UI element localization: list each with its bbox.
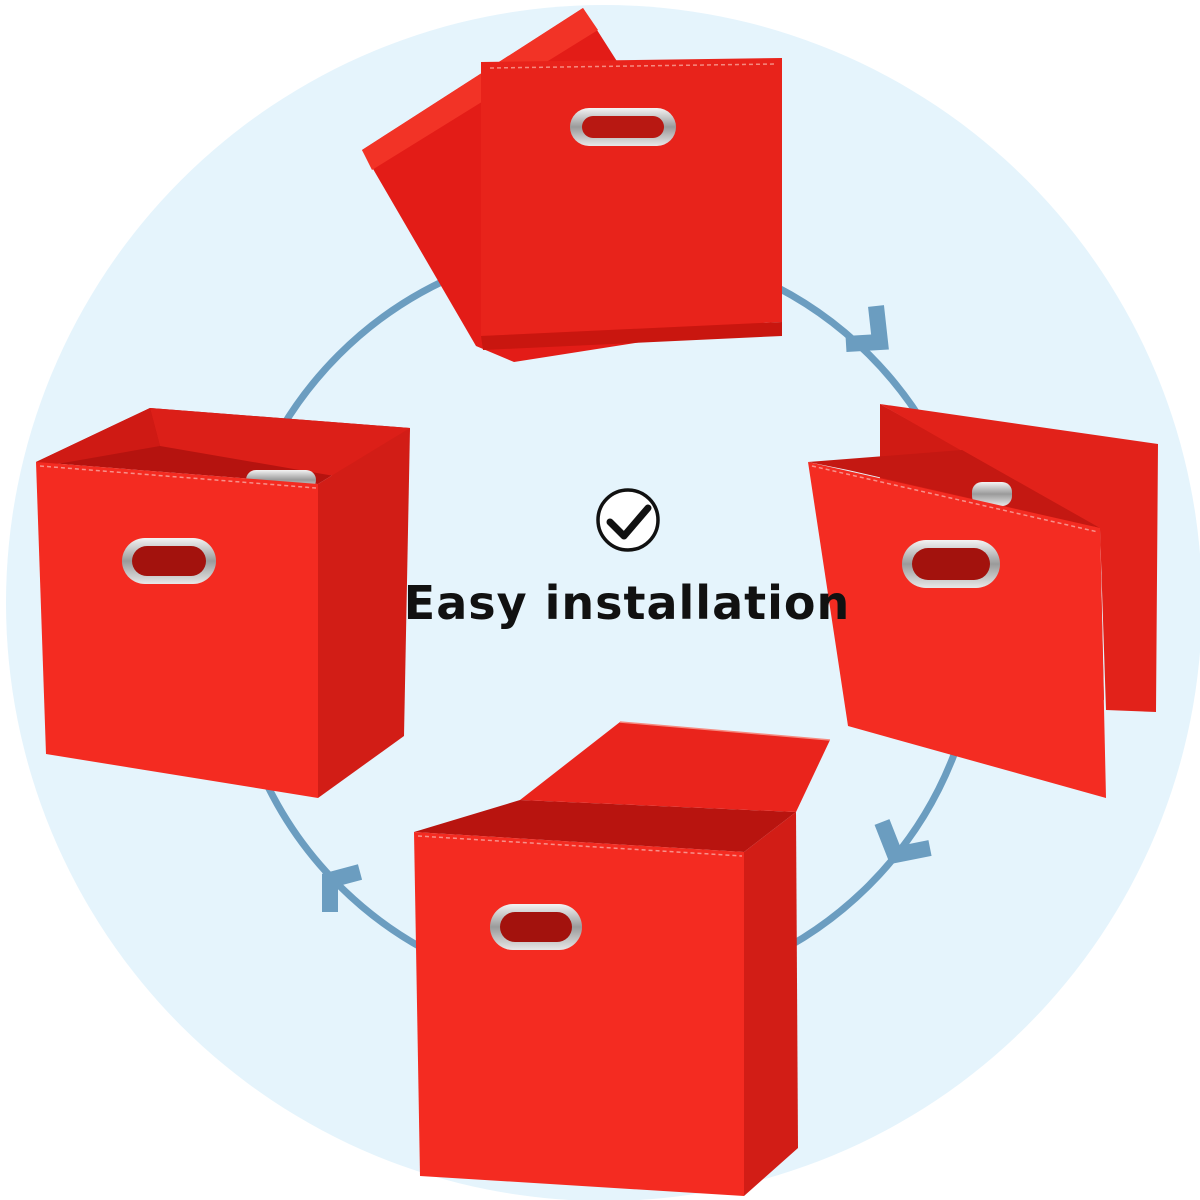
- handle-ring-icon: [122, 538, 216, 584]
- handle-ring-icon: [570, 108, 676, 146]
- bin-folded-flat: [362, 8, 782, 362]
- handle-ring-icon: [972, 482, 1012, 506]
- bin-inserting-base: [414, 721, 831, 1196]
- bin-unfolding: [808, 404, 1158, 798]
- arrow-chevron-icon: [322, 864, 363, 912]
- arrow-chevron-icon: [845, 305, 889, 352]
- handle-ring-icon: [490, 904, 582, 950]
- check-circle-icon: [596, 488, 660, 552]
- headline: Easy installation: [403, 576, 851, 630]
- bin-assembled: [36, 408, 410, 798]
- background-disc: [6, 5, 1200, 1200]
- arrow-chevron-icon: [874, 819, 932, 865]
- handle-ring-icon: [902, 540, 1000, 588]
